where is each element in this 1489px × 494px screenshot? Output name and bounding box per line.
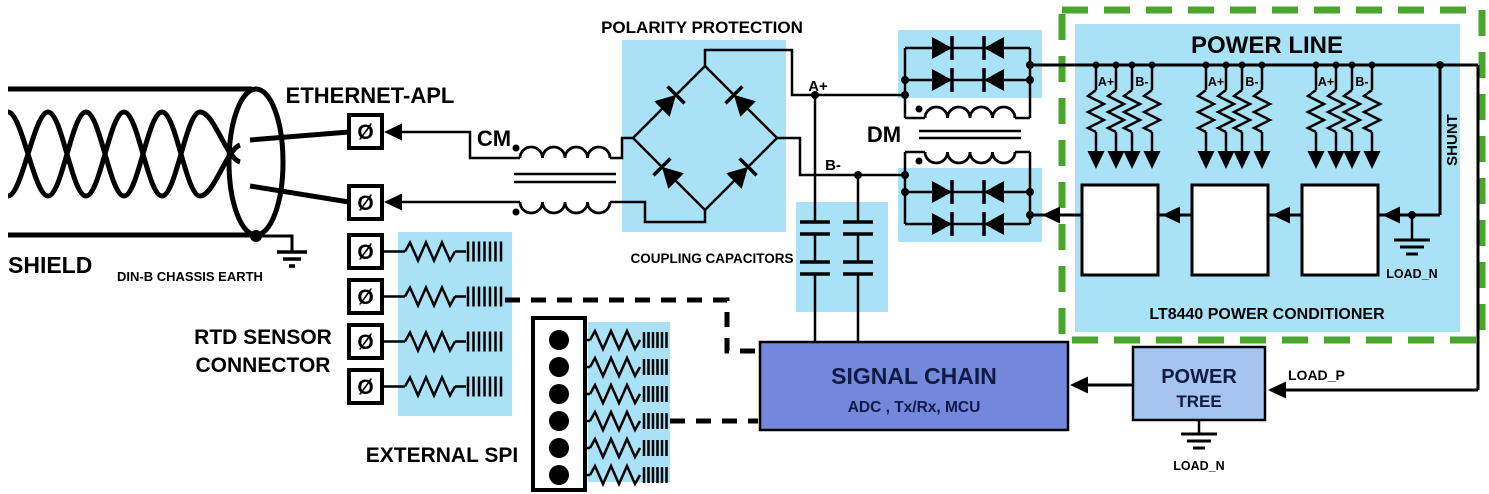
apl-terminal-2: Ø: [347, 184, 384, 221]
spi-pin: [549, 465, 569, 485]
left-arrow-icon: [384, 123, 402, 141]
b-minus-label: B-: [825, 157, 841, 174]
power-tree-ground-symbol: [1181, 420, 1217, 450]
twisted-pair-cable: [6, 86, 350, 238]
load-n-label-tree: LOAD_N: [1173, 459, 1224, 473]
rtd-resistor-network: [382, 240, 503, 398]
coupling-capacitors: [798, 91, 875, 342]
spi-connector: [531, 316, 587, 492]
coupling-capacitors-label: COUPLING CAPACITORS: [630, 251, 793, 266]
rtd-label-line2: CONNECTOR: [196, 354, 331, 377]
power-line-panel: [1075, 24, 1460, 332]
spi-pin: [549, 411, 569, 431]
polarity-protection-highlight: [622, 40, 786, 232]
power-rail-resistors: [1086, 61, 1382, 169]
polarity-protection-label: POLARITY PROTECTION: [601, 18, 803, 37]
coupling-caps-highlight: [796, 202, 888, 312]
spi-pin: [549, 357, 569, 377]
power-tree-title-line1: POWER: [1161, 366, 1237, 388]
left-arrow-icon: [1070, 376, 1088, 394]
terminal-screw-icon: Ø: [357, 241, 373, 264]
rail3-b-label: B-: [1355, 75, 1368, 89]
surge-diodes-top: [901, 34, 1034, 118]
rail1-b-label: B-: [1135, 75, 1148, 89]
rtd-label-line1: RTD SENSOR: [194, 326, 332, 349]
terminal-screw-icon: Ø: [357, 376, 373, 399]
panel-ground-symbol: [1394, 211, 1430, 256]
power-line-boundary: [1058, 6, 1486, 344]
power-line-title: POWER LINE: [1191, 32, 1343, 59]
rail3-a-label: A+: [1318, 75, 1334, 89]
signal-chain-box: [758, 340, 1070, 432]
spi-pin: [549, 384, 569, 404]
ethernet-apl-label: ETHERNET-APL: [286, 83, 455, 108]
load-n-label-panel: LOAD_N: [1386, 267, 1437, 281]
terminal-screw-icon: Ø: [357, 121, 373, 144]
dm-label: DM: [867, 122, 901, 147]
surge-diodes-bottom: [901, 152, 1034, 238]
surge-diodes-bottom-highlight: [898, 168, 1042, 242]
rtd-terminals: Ø Ø Ø Ø: [347, 233, 384, 405]
conditioner-block-3: [1300, 183, 1380, 277]
lt8440-label: LT8440 POWER CONDITIONER: [1149, 306, 1385, 323]
spi-pin: [549, 330, 569, 350]
load-p-label: LOAD_P: [1288, 367, 1345, 383]
signal-chain-title: SIGNAL CHAIN: [831, 363, 997, 389]
spi-resistor-network: [585, 329, 668, 486]
terminal-screw-icon: Ø: [357, 192, 373, 215]
apl-terminal-1: Ø: [347, 113, 384, 150]
spi-pin: [549, 438, 569, 458]
rail1-a-label: A+: [1098, 75, 1114, 89]
cm-label: CM: [477, 126, 511, 151]
a-plus-label: A+: [808, 78, 828, 95]
conditioner-block-1: [1080, 183, 1160, 277]
signal-chain-subtitle: ADC , Tx/Rx, MCU: [848, 399, 981, 416]
cm-choke: [512, 144, 616, 216]
terminal-screw-icon: Ø: [357, 286, 373, 309]
left-arrow-icon: [384, 193, 402, 211]
left-arrow-icon: [1268, 381, 1286, 399]
power-tree-title-line2: TREE: [1176, 392, 1221, 411]
rtd-spi-bus-dashed: [505, 297, 758, 354]
rail2-a-label: A+: [1208, 75, 1224, 89]
shunt-label: SHUNT: [1444, 114, 1461, 166]
din-b-chassis-earth-label: DIN-B CHASSIS EARTH: [117, 269, 263, 284]
terminal-screw-icon: Ø: [357, 331, 373, 354]
conditioner-block-2: [1190, 183, 1270, 277]
shield-label: SHIELD: [8, 252, 92, 278]
left-arrow-icon: [1042, 206, 1060, 224]
external-spi-label: EXTERNAL SPI: [366, 444, 518, 467]
dm-choke: [905, 105, 1030, 165]
chassis-earth-symbol: [250, 230, 307, 268]
surge-diodes-top-highlight: [898, 30, 1042, 98]
rail2-b-label: B-: [1245, 75, 1258, 89]
